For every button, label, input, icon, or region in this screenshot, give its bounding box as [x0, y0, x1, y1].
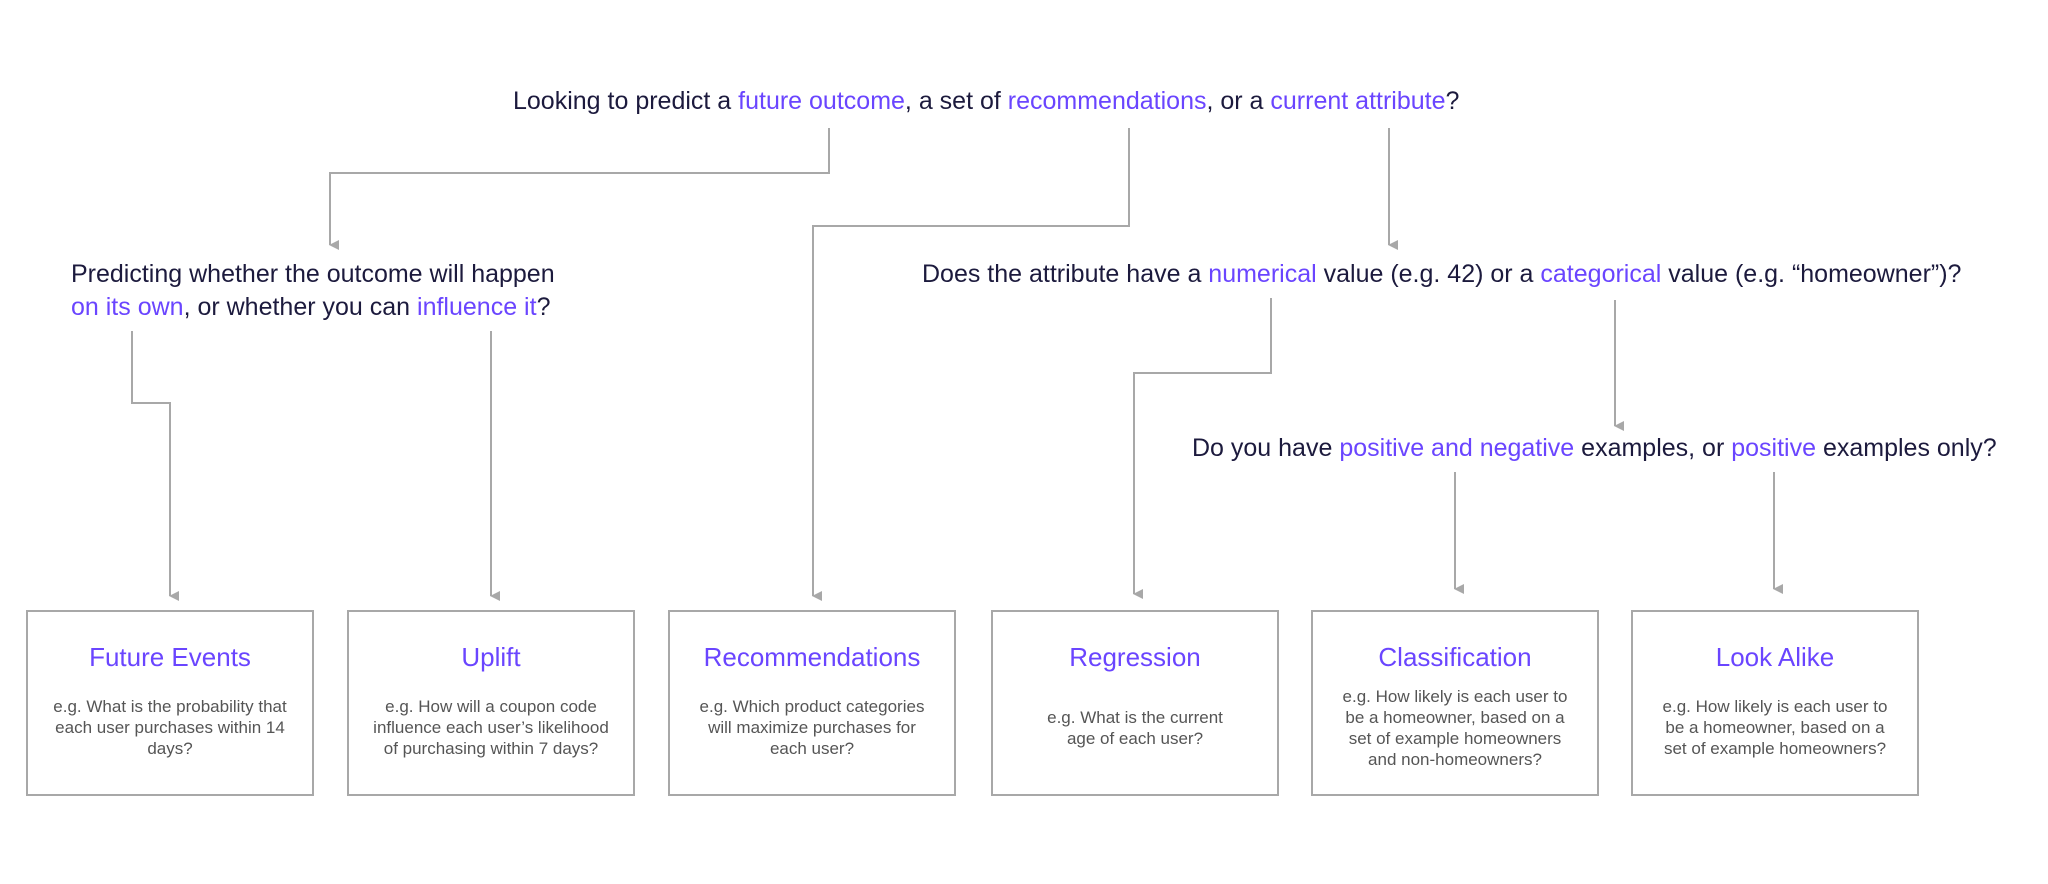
question-predict-type: Looking to predict a future outcome, a s… [513, 87, 1460, 115]
box-uplift: Uplift e.g. How will a coupon code influ… [347, 610, 635, 796]
question-outcome-line1: Predicting whether the outcome will happ… [71, 260, 555, 288]
box-look-alike: Look Alike e.g. How likely is each user … [1631, 610, 1919, 796]
option-influence-it: influence it [417, 293, 537, 321]
box-title: Look Alike [1715, 642, 1835, 672]
question-examples: Do you have positive and negative exampl… [1192, 434, 1997, 462]
option-categorical: categorical [1540, 260, 1662, 288]
arrow-numerical [1133, 298, 1272, 599]
box-description: e.g. Which product categories will maxim… [699, 697, 925, 758]
box-description: e.g. How will a coupon code influence ea… [373, 697, 609, 758]
option-future-outcome: future outcome [738, 87, 905, 115]
option-recommendations: recommendations [1007, 87, 1207, 115]
question-outcome-influence: Predicting whether the outcome will happ… [71, 258, 555, 324]
box-title: Classification [1378, 642, 1532, 672]
box-recommendations: Recommendations e.g. Which product categ… [668, 610, 956, 796]
box-title: Uplift [461, 642, 521, 672]
arrow-recommendations [812, 128, 1130, 601]
option-positive-only: positive [1731, 434, 1816, 462]
box-description: e.g. What is the current age of each use… [1047, 708, 1223, 748]
arrow-future-outcome [329, 128, 830, 250]
box-classification: Classification e.g. How likely is each u… [1311, 610, 1599, 796]
box-future-events: Future Events e.g. What is the probabili… [26, 610, 314, 796]
option-on-its-own: on its own [71, 293, 184, 321]
option-current-attribute: current attribute [1270, 87, 1446, 115]
arrow-on-its-own [131, 331, 179, 601]
box-title: Regression [1069, 642, 1201, 672]
question-attribute-value: Does the attribute have a numerical valu… [922, 260, 1962, 288]
box-title: Future Events [89, 642, 251, 672]
question-outcome-line2: on its own, or whether you can influence… [71, 293, 551, 321]
option-positive-and-negative: positive and negative [1339, 434, 1575, 462]
box-description: e.g. What is the probability that each u… [53, 697, 287, 758]
box-regression: Regression e.g. What is the current age … [991, 610, 1279, 796]
box-description: e.g. How likely is each user to be a hom… [1662, 697, 1888, 758]
option-numerical: numerical [1208, 260, 1317, 288]
box-description: e.g. How likely is each user to be a hom… [1342, 687, 1568, 769]
box-title: Recommendations [703, 642, 921, 672]
